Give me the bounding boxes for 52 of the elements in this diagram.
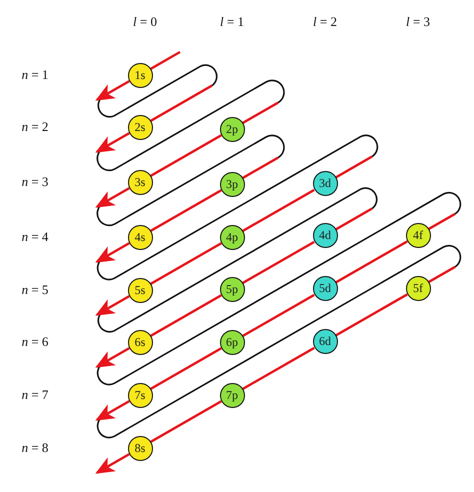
row-label: n = 8 bbox=[22, 440, 48, 456]
arrow bbox=[95, 132, 130, 153]
orbital-circle: 2s bbox=[128, 114, 152, 140]
orbital-circle: 4f bbox=[406, 222, 430, 248]
connector-line bbox=[242, 294, 315, 337]
connector-line bbox=[242, 240, 315, 284]
orbital-circle: 3d bbox=[312, 171, 338, 196]
orbital-circle: 7p bbox=[220, 382, 244, 408]
row-label: n = 7 bbox=[22, 387, 48, 403]
orbital-circle: 5s bbox=[128, 278, 152, 302]
arrow bbox=[95, 187, 130, 208]
orbital-circle: 6d bbox=[312, 329, 338, 354]
row-label: n = 1 bbox=[22, 67, 48, 83]
orbital-circle: 6s bbox=[128, 330, 152, 354]
orbital-circle: 7s bbox=[128, 382, 152, 408]
column-label: l = 3 bbox=[406, 14, 430, 30]
connector-line bbox=[150, 242, 222, 285]
connector-line bbox=[242, 188, 315, 232]
orbital-circle: 5d bbox=[312, 276, 338, 302]
arrow bbox=[95, 453, 130, 474]
row-label: n = 5 bbox=[22, 282, 48, 298]
connector-line bbox=[335, 293, 408, 336]
arrow bbox=[95, 242, 130, 263]
orbital-circle: 4p bbox=[220, 224, 244, 250]
orbital-circle: 6p bbox=[220, 330, 244, 355]
orbital-circle: 4s bbox=[128, 224, 152, 250]
column-label: l = 2 bbox=[313, 14, 337, 30]
row-label: n = 6 bbox=[22, 334, 48, 350]
connector-line bbox=[150, 134, 222, 177]
row-label: n = 4 bbox=[22, 229, 48, 245]
arrow bbox=[95, 80, 130, 101]
column-label: l = 1 bbox=[220, 14, 244, 30]
orbital-circle: 1s bbox=[128, 62, 152, 88]
arrow bbox=[95, 295, 130, 316]
orbital-circle: 2p bbox=[220, 116, 244, 142]
connector-line bbox=[150, 400, 222, 443]
orbital-circle: 4d bbox=[312, 223, 338, 248]
orbital-circle: 3s bbox=[128, 170, 152, 194]
orbital-circle: 3p bbox=[220, 172, 244, 197]
arrow bbox=[95, 400, 130, 421]
column-label: l = 0 bbox=[133, 14, 157, 30]
connector-line bbox=[150, 347, 222, 390]
connector-line bbox=[150, 294, 222, 337]
orbital-circle: 5p bbox=[220, 276, 244, 302]
row-label: n = 3 bbox=[22, 174, 48, 190]
connector-line bbox=[150, 189, 222, 232]
connector-line bbox=[335, 240, 408, 284]
row-label: n = 2 bbox=[22, 119, 48, 135]
orbital-circle: 8s bbox=[128, 436, 152, 460]
arrow bbox=[95, 347, 130, 368]
orbital-circle: 5f bbox=[406, 276, 430, 301]
connector-line bbox=[242, 346, 315, 390]
